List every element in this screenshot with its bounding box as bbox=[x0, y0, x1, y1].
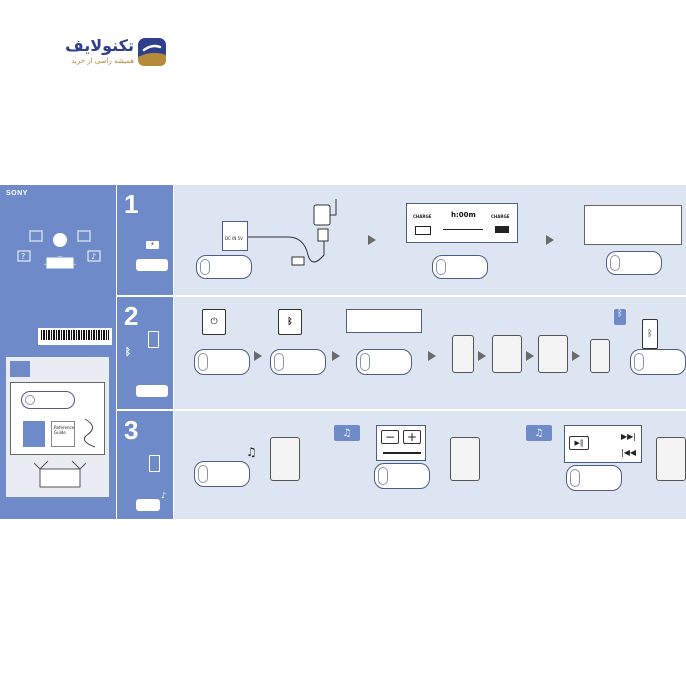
music-note-icon: ♪ bbox=[161, 491, 167, 500]
step1-sidebar: 1 ⚡ bbox=[117, 185, 173, 295]
step2-speaker-c bbox=[356, 349, 412, 375]
volume-level-bar bbox=[383, 452, 421, 454]
phone-connected-screen bbox=[590, 339, 610, 373]
phone-music-icon bbox=[149, 455, 160, 472]
speaker-image bbox=[21, 391, 75, 409]
flow-arrow bbox=[546, 235, 554, 245]
step1-panel: DC IN 5V CHARGE h:00m CHARGE bbox=[174, 185, 686, 295]
usb-cable-plug-icon bbox=[248, 199, 337, 266]
step2-panel: ⏻ ᛒ ᛒ ᛒ bbox=[174, 297, 686, 409]
step3-speaker-a bbox=[194, 461, 250, 487]
charge-label-right: CHARGE bbox=[491, 214, 510, 219]
volume-buttons-box: − + bbox=[376, 425, 426, 461]
package-contents-panel: Reference Guide bbox=[6, 357, 109, 497]
reader-illustration-icon: ? ♪ bbox=[17, 230, 101, 270]
bluetooth-badge-icon: ᛒ bbox=[614, 309, 626, 325]
time-label: h:00m bbox=[451, 211, 476, 219]
step1-speaker-icon bbox=[136, 259, 168, 271]
previous-track-icon: |◀◀ bbox=[621, 448, 636, 457]
charge-icon: ⚡ bbox=[146, 241, 159, 249]
step1-speaker-c bbox=[606, 251, 662, 275]
port-label: DC IN 5V bbox=[225, 236, 243, 241]
usb-cable-icon bbox=[83, 418, 96, 448]
phone-device-list-screen bbox=[538, 335, 568, 373]
open-box-icon bbox=[34, 460, 86, 488]
step1-speaker-a bbox=[196, 255, 252, 279]
next-track-icon: ▶▶| bbox=[621, 432, 636, 441]
phone-play-screen bbox=[270, 437, 300, 481]
unplug-closeup bbox=[584, 205, 682, 245]
battery-empty-icon bbox=[415, 226, 431, 235]
flow-arrow bbox=[332, 351, 340, 361]
step3-speaker-icon bbox=[136, 499, 160, 511]
reference-guide-doc: Reference Guide bbox=[51, 421, 75, 447]
bluetooth-icon: ᛒ bbox=[125, 347, 131, 358]
playback-section-icon: ♫ bbox=[526, 425, 552, 441]
logo-name: تکنولایف bbox=[65, 36, 134, 55]
barcode bbox=[38, 328, 112, 345]
svg-text:?: ? bbox=[21, 252, 25, 261]
playback-buttons-box: ▶‖ ▶▶| |◀◀ bbox=[564, 425, 642, 463]
step3-panel: ♫ ♫ − + ♫ ▶‖ ▶▶| |◀◀ bbox=[174, 411, 686, 519]
flow-arrow bbox=[526, 351, 534, 361]
pairing-indicator-box bbox=[346, 309, 422, 333]
charge-indicator-box: CHARGE h:00m CHARGE bbox=[406, 203, 518, 243]
step2-number: 2 bbox=[124, 301, 139, 331]
phone-icon bbox=[148, 331, 159, 348]
volume-down-icon: − bbox=[381, 430, 399, 444]
svg-text:♪: ♪ bbox=[91, 252, 96, 261]
phone-bluetooth-screen bbox=[492, 335, 522, 373]
step1-speaker-b bbox=[432, 255, 488, 279]
volume-section-icon: ♫ bbox=[334, 425, 360, 441]
intro-panel: SONY ? ♪ Reference Guide bbox=[0, 185, 116, 519]
step3-number: 3 bbox=[124, 415, 139, 445]
logo-mark-icon bbox=[138, 38, 166, 66]
quick-start-manual: SONY ? ♪ Reference Guide bbox=[0, 185, 686, 519]
progress-arrow bbox=[443, 229, 483, 230]
step1-number: 1 bbox=[124, 189, 139, 219]
volume-up-icon: + bbox=[403, 430, 421, 444]
phone-track-screen bbox=[656, 437, 686, 481]
battery-full-icon bbox=[495, 226, 509, 233]
flow-arrow bbox=[478, 351, 486, 361]
music-note-icon: ♫ bbox=[246, 445, 257, 459]
step3-speaker-c bbox=[566, 465, 622, 491]
play-pause-icon: ▶‖ bbox=[569, 436, 589, 450]
step2-speaker-a bbox=[194, 349, 250, 375]
connected-indicator-closeup: ᛒ bbox=[642, 319, 658, 349]
power-button-closeup: ⏻ bbox=[202, 309, 226, 335]
charge-label-left: CHARGE bbox=[413, 214, 432, 219]
contents-items-box: Reference Guide bbox=[10, 382, 105, 455]
phone-volume-screen bbox=[450, 437, 480, 481]
brand-logo: تکنولایف همیشه راضی از خرید bbox=[38, 36, 168, 72]
step2-sidebar: 2 ᛒ bbox=[117, 297, 173, 409]
step3-sidebar: 3 ♪ bbox=[117, 411, 173, 519]
reference-guide-icon bbox=[23, 421, 45, 447]
flow-arrow bbox=[572, 351, 580, 361]
flow-arrow bbox=[428, 351, 436, 361]
usb-port-closeup: DC IN 5V bbox=[222, 221, 248, 251]
step2-speaker-icon bbox=[136, 385, 168, 397]
reference-guide-label: Reference Guide bbox=[54, 425, 75, 435]
step3-speaker-b bbox=[374, 463, 430, 489]
phone-settings-screen bbox=[452, 335, 474, 373]
bluetooth-button-closeup: ᛒ bbox=[278, 309, 302, 335]
step2-speaker-b bbox=[270, 349, 326, 375]
contents-header-icon bbox=[10, 361, 30, 377]
step2-speaker-d bbox=[630, 349, 686, 375]
flow-arrow bbox=[254, 351, 262, 361]
brand-label: SONY bbox=[6, 190, 28, 197]
flow-arrow bbox=[368, 235, 376, 245]
logo-tagline: همیشه راضی از خرید bbox=[71, 57, 134, 65]
